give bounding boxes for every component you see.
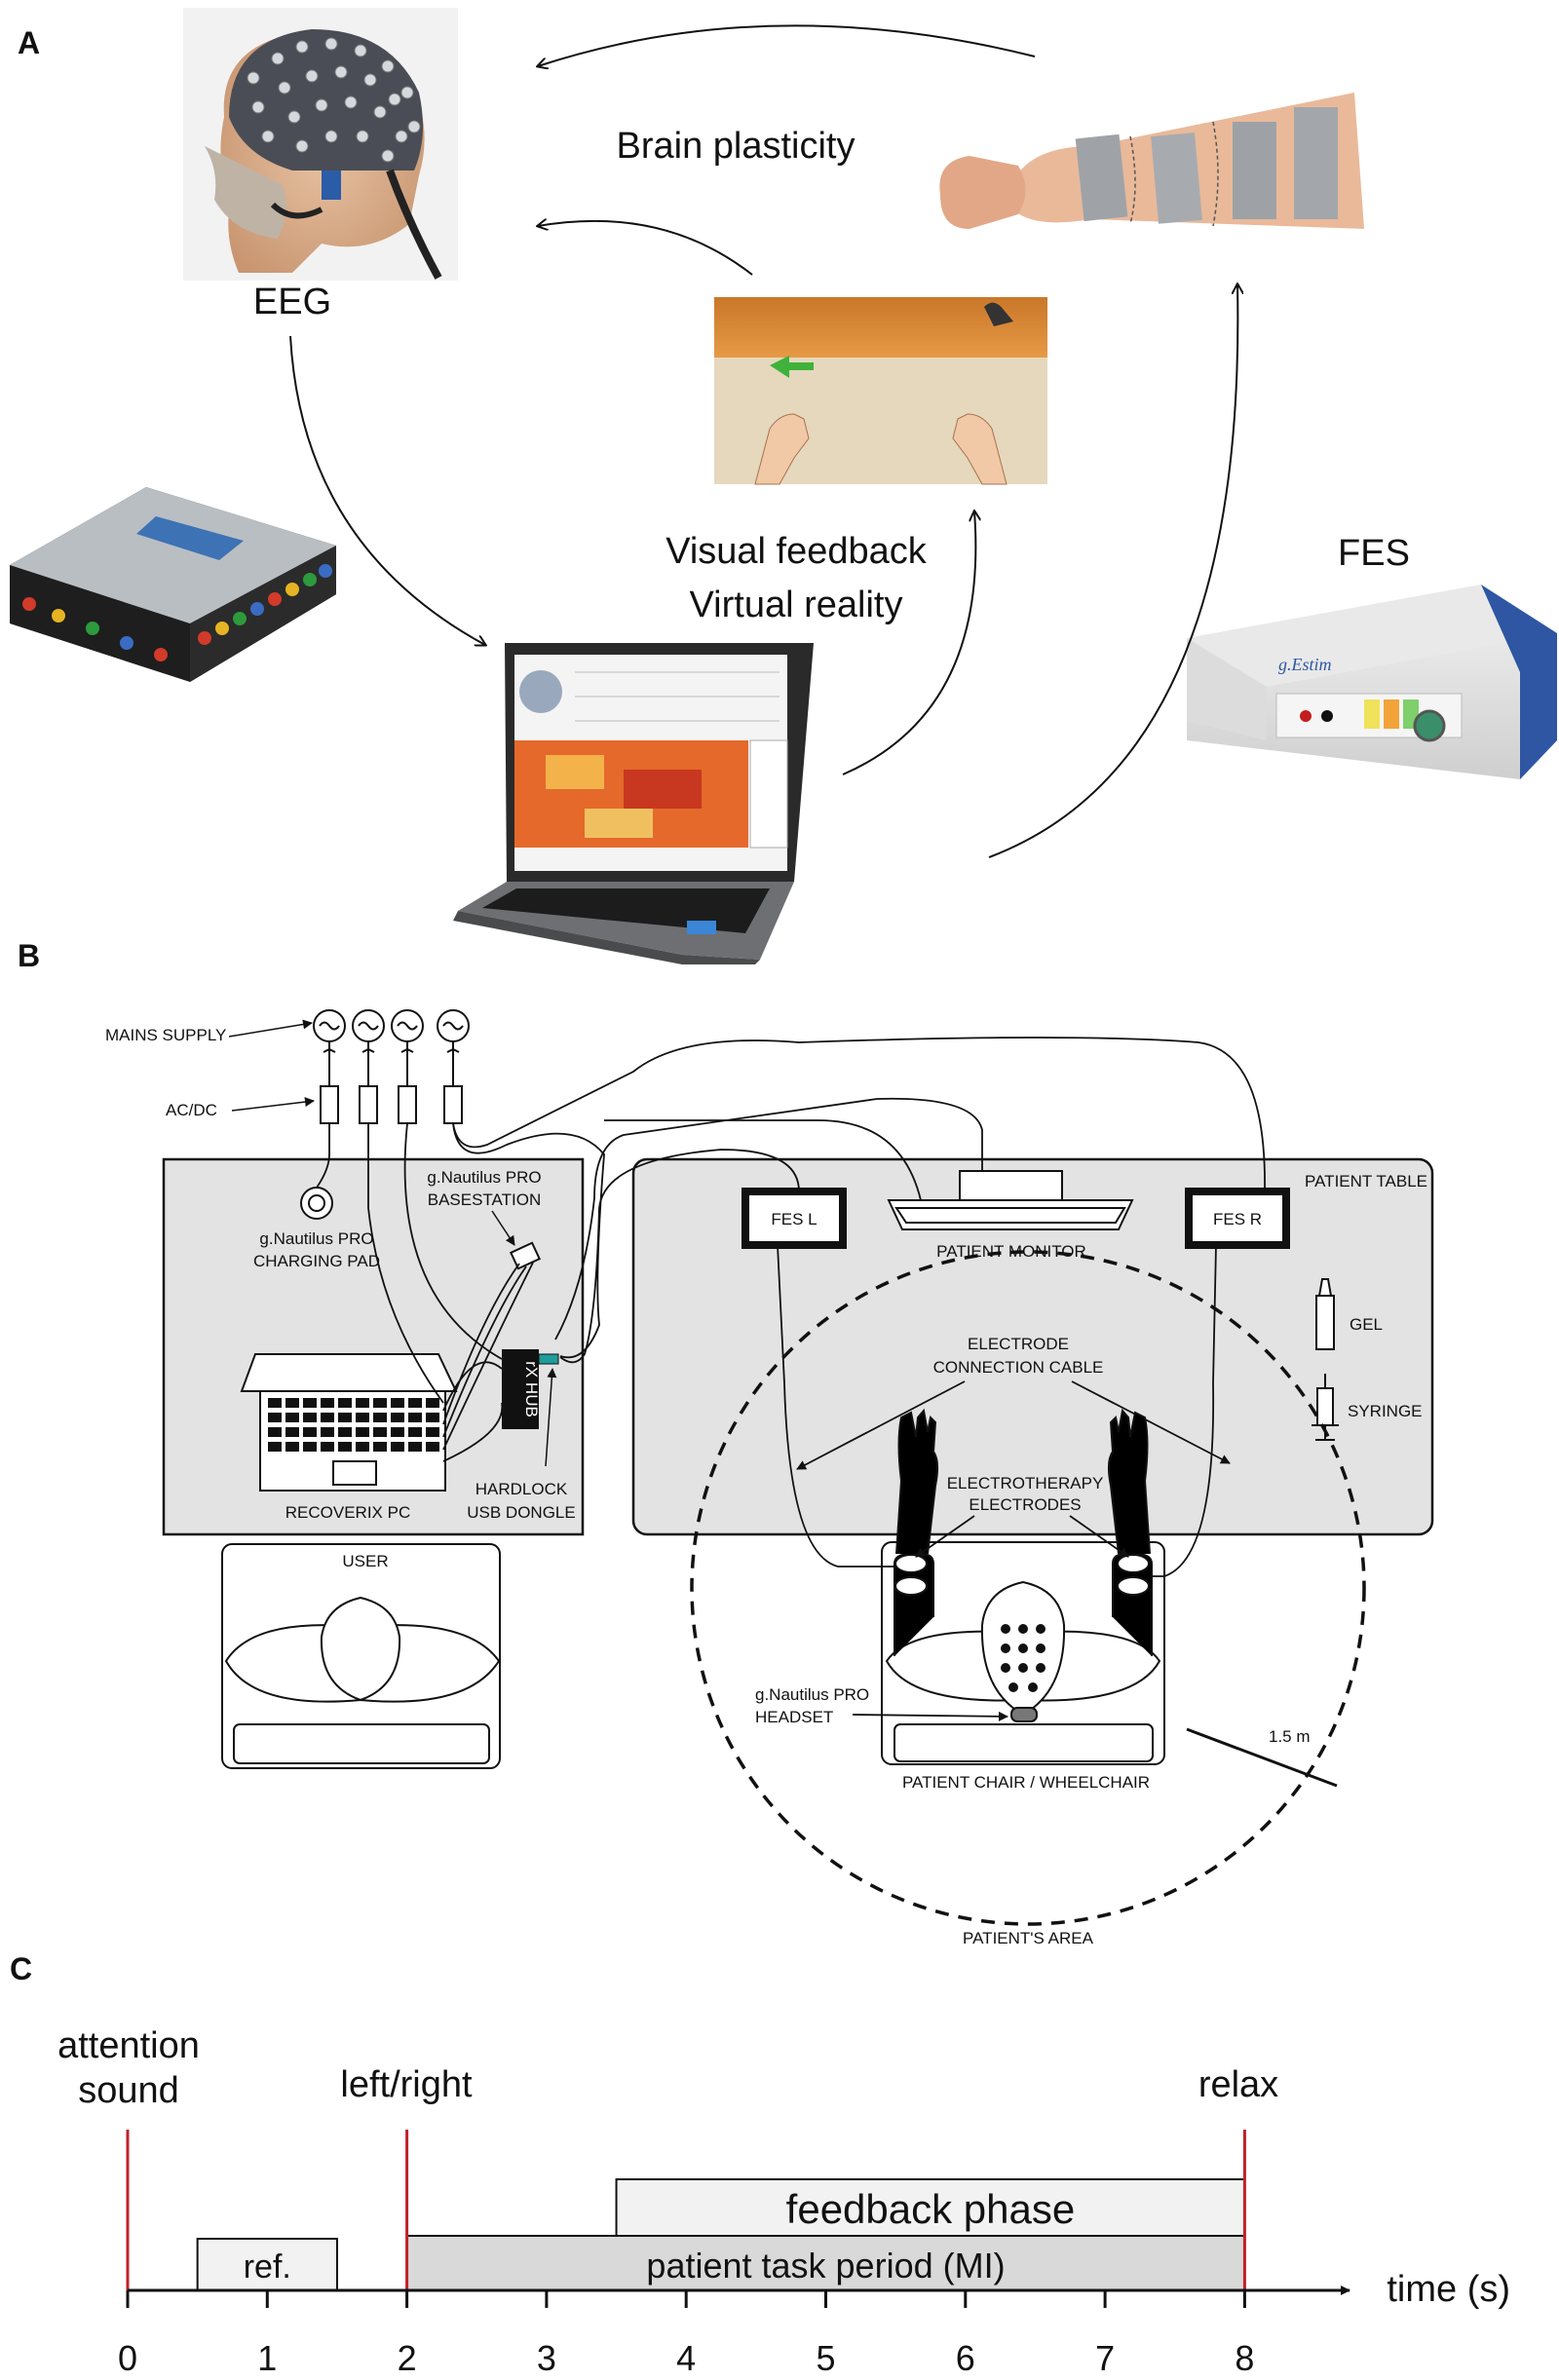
fes-device-brand: g.Estim	[1278, 655, 1332, 674]
fes-device-photo: g.Estim	[1187, 585, 1557, 779]
tick-label-0: 0	[118, 2338, 137, 2378]
hardlock-label-2: USB DONGLE	[467, 1503, 575, 1522]
headset-label-1: g.Nautilus PRO	[755, 1685, 869, 1704]
patients-area-label: PATIENT'S AREA	[963, 1929, 1094, 1947]
electrotherapy-pointer-right	[1069, 1515, 1129, 1558]
mains-supply-label: MAINS SUPPLY	[105, 1026, 226, 1044]
recoverix-pc-label: RECOVERIX PC	[285, 1503, 410, 1522]
mains-supply-pointer	[228, 1019, 313, 1038]
user-chair	[221, 1543, 501, 1769]
panel-b: B MAINS SUPPLY AC/DC g.Nautilus PRO CHAR…	[18, 938, 1434, 1947]
tick-label-6: 6	[956, 2338, 975, 2378]
electrode-cable-pointer-right	[1071, 1380, 1231, 1464]
time-ticks: 0 1 2 3 4 5 6 7 8	[118, 2290, 1254, 2378]
timeline-events	[126, 2130, 1246, 2290]
task-period-label: patient task period (MI)	[646, 2246, 1005, 2286]
ac-dc-pointer	[231, 1097, 315, 1112]
relax-label: relax	[1198, 2064, 1278, 2105]
feedback-phase-bar	[615, 2178, 1246, 2237]
hardlock-label-1: HARDLOCK	[475, 1480, 568, 1498]
panel-a-arrows	[289, 24, 1237, 858]
tick-label-1: 1	[257, 2338, 277, 2378]
basestation-pointer	[491, 1210, 515, 1246]
rx-hub-label: rX HUB	[522, 1361, 541, 1417]
basestation-label-1: g.Nautilus PRO	[427, 1168, 541, 1187]
headset-electrodes	[1001, 1624, 1046, 1692]
charging-pad-label-1: g.Nautilus PRO	[259, 1229, 373, 1248]
rx-hub	[502, 1349, 539, 1429]
tick-label-2: 2	[398, 2338, 417, 2378]
patient-cables	[452, 1037, 1266, 1577]
electrode-cable-label-1: ELECTRODE	[968, 1335, 1069, 1353]
hardlock-dongle	[538, 1353, 559, 1365]
panel-c-letter: C	[10, 1951, 32, 1986]
tick-label-5: 5	[816, 2338, 835, 2378]
tick-label-4: 4	[676, 2338, 696, 2378]
timeline-bars	[196, 2178, 1246, 2291]
attention-label-1: attention	[57, 2025, 200, 2066]
recoverix-pc	[240, 1353, 458, 1492]
reference-label: ref.	[244, 2248, 291, 2286]
panel-c: C attention sound left/right relax feedb…	[10, 1951, 1510, 2378]
electrotherapy-pointer-left	[915, 1515, 975, 1558]
panel-b-letter: B	[18, 938, 40, 973]
patient-table	[631, 1157, 1434, 1536]
recoverix-laptop-photo	[453, 643, 814, 964]
visual-feedback-label: Visual feedback	[665, 531, 928, 572]
mains-supply-symbols	[313, 1009, 470, 1124]
electrotherapy-label-2: ELECTRODES	[969, 1495, 1081, 1514]
electrode-cable-pointer-left	[796, 1380, 966, 1470]
hardlock-pointer	[545, 1368, 557, 1467]
virtual-reality-screenshot	[714, 297, 1047, 485]
radius-line	[1186, 1727, 1338, 1788]
feedback-phase-label: feedback phase	[786, 2186, 1076, 2232]
headset-label-2: HEADSET	[755, 1708, 833, 1726]
fes-arm-photo	[939, 93, 1364, 229]
fes-left-device	[741, 1188, 847, 1249]
tick-label-3: 3	[537, 2338, 556, 2378]
operator-cables	[316, 1122, 605, 1462]
eeg-cap-photo	[183, 8, 458, 281]
charging-pad-label-2: CHARGING PAD	[253, 1252, 380, 1270]
patients-area-circle	[690, 1250, 1366, 1926]
fes-right-label: FES R	[1213, 1210, 1262, 1228]
basestation	[509, 1241, 542, 1270]
electrode-cable-label-2: CONNECTION CABLE	[933, 1358, 1104, 1377]
electrotherapy-label-1: ELECTROTHERAPY	[947, 1474, 1104, 1492]
charging-pad	[300, 1187, 333, 1220]
tick-label-7: 7	[1095, 2338, 1115, 2378]
attention-label-2: sound	[78, 2070, 179, 2111]
reference-bar	[196, 2238, 338, 2291]
panel-a-letter: A	[18, 25, 40, 60]
gel-bottle	[1315, 1278, 1335, 1350]
eeg-label: EEG	[253, 282, 331, 322]
left-right-label: left/right	[340, 2064, 473, 2105]
user-label: USER	[342, 1552, 388, 1570]
brain-plasticity-label: Brain plasticity	[617, 126, 856, 167]
fes-left-label: FES L	[771, 1210, 817, 1228]
tick-label-8: 8	[1235, 2338, 1254, 2378]
fes-label: FES	[1338, 533, 1410, 574]
basestation-label-2: BASESTATION	[428, 1190, 542, 1209]
gel-label: GEL	[1350, 1315, 1383, 1334]
syringe-label: SYRINGE	[1348, 1402, 1423, 1420]
ac-dc-label: AC/DC	[166, 1101, 217, 1119]
amplifier-photo	[10, 487, 336, 682]
fes-right-device	[1185, 1188, 1290, 1249]
time-axis-label: time (s)	[1387, 2269, 1510, 2310]
virtual-reality-label: Virtual reality	[690, 585, 903, 625]
headset-pointer	[852, 1711, 1008, 1721]
distance-label: 1.5 m	[1269, 1727, 1311, 1746]
patient-chair-label: PATIENT CHAIR / WHEELCHAIR	[902, 1773, 1150, 1792]
panel-a: A EEG	[10, 8, 1557, 964]
patient-monitor	[887, 1170, 1134, 1230]
patient-table-label: PATIENT TABLE	[1305, 1172, 1427, 1190]
